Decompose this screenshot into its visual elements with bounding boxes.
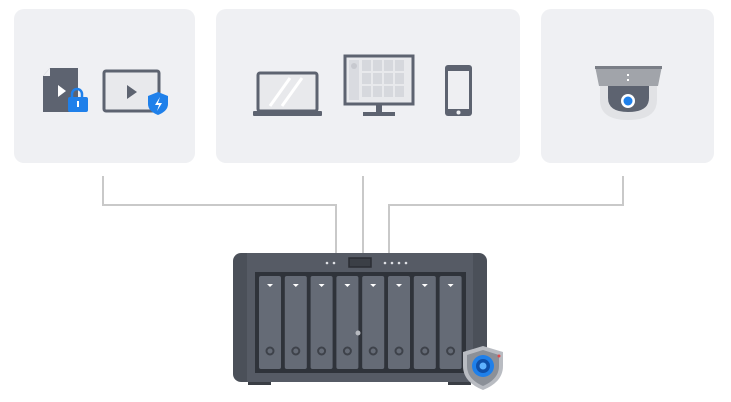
- drive-bay: [259, 276, 281, 369]
- locked-video-file-icon: [43, 68, 88, 112]
- nas-device: [233, 253, 487, 385]
- nas-status-leds: [325, 261, 408, 265]
- drive-bay: [388, 276, 410, 369]
- drive-bay: [336, 276, 359, 369]
- dome-camera-icon: [595, 66, 662, 120]
- laptop-icon: [253, 71, 322, 116]
- nas-display: [348, 257, 372, 268]
- phone-icon: [445, 65, 472, 116]
- drive-bay: [413, 276, 436, 369]
- drive-bay: [439, 276, 462, 369]
- surveillance-shield-icon: [463, 346, 503, 390]
- monitor-icon: [343, 54, 415, 116]
- connector-right: [388, 176, 624, 253]
- drive-bay: [362, 276, 385, 369]
- drive-bay: [284, 276, 307, 369]
- video-shield-icon: [102, 69, 168, 115]
- connector-lines: [102, 176, 624, 253]
- drive-bay: [310, 276, 333, 369]
- connector-left: [102, 176, 337, 253]
- nas-drive-bays: [259, 276, 462, 369]
